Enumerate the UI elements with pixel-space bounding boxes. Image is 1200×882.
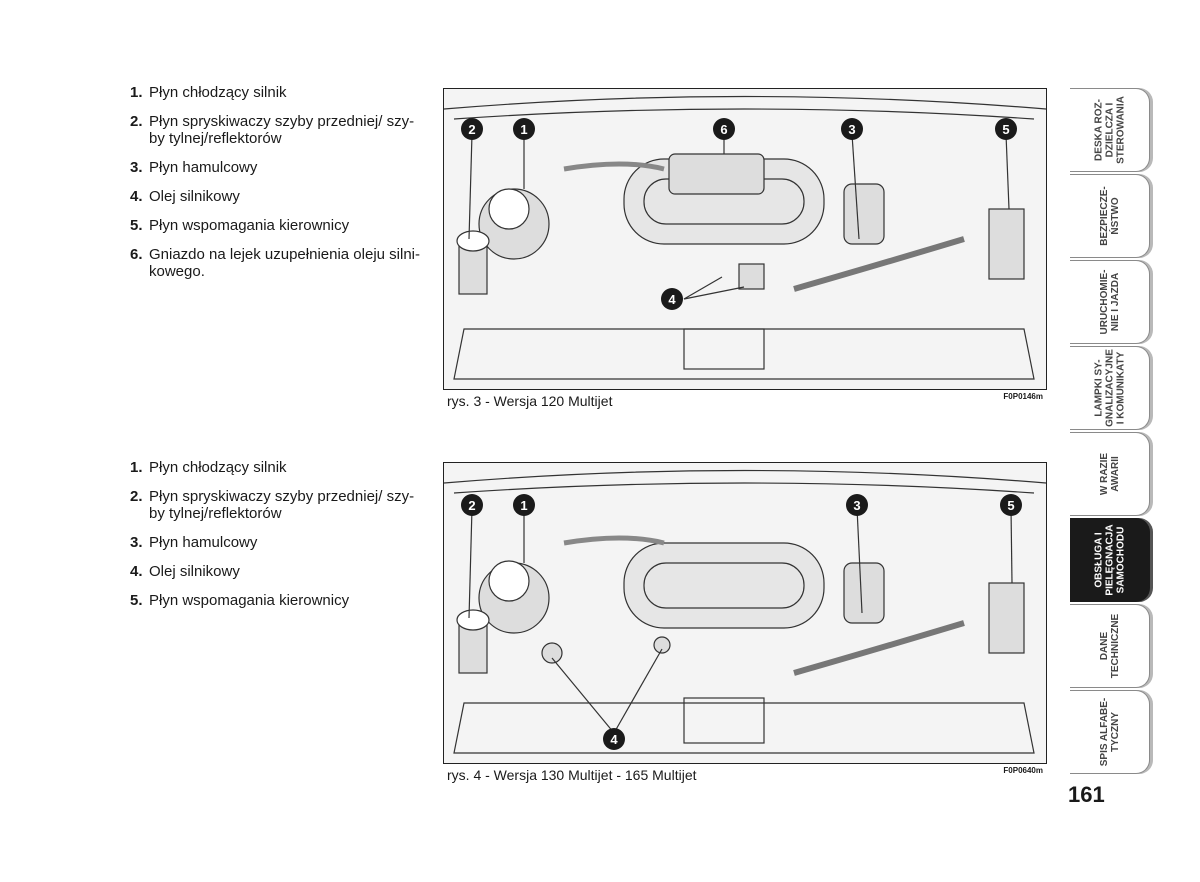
tab-obsluga[interactable]: OBSŁUGA I PIELĘGNACJA SAMOCHODU xyxy=(1070,518,1150,602)
tab-lampki[interactable]: LAMPKI SY- GNALIZACYJNE I KOMUNIKATY xyxy=(1070,346,1150,430)
list-item: 1.Płyn chłodzący silnik xyxy=(130,84,287,101)
legend-list-fig3: 1.Płyn chłodzący silnik 2.Płyn spryskiwa… xyxy=(130,84,420,292)
callout-6: 6 xyxy=(713,118,735,140)
list-item: 3.Płyn hamulcowy xyxy=(130,159,258,176)
figure-code-fig4: F0P0640m xyxy=(1003,766,1043,775)
list-item: 4.Olej silnikowy xyxy=(130,563,240,580)
tab-spis-alfabetyczny[interactable]: SPIS ALFABE- TYCZNY xyxy=(1070,690,1150,774)
svg-text:3: 3 xyxy=(848,122,855,137)
list-item: 1.Płyn chłodzący silnik xyxy=(130,459,287,476)
svg-text:1: 1 xyxy=(520,498,527,513)
svg-text:1: 1 xyxy=(520,122,527,137)
list-item: 2.Płyn spryskiwaczy szyby przedniej/ szy… xyxy=(130,488,415,522)
svg-text:5: 5 xyxy=(1002,122,1009,137)
svg-text:2: 2 xyxy=(468,122,475,137)
list-item: 5.Płyn wspomagania kierownicy xyxy=(130,592,350,609)
list-item: 3.Płyn hamulcowy xyxy=(130,534,258,551)
svg-text:6: 6 xyxy=(720,122,727,137)
callout-5: 5 xyxy=(995,118,1017,140)
engine-illustration-fig4: 2 1 3 5 4 xyxy=(443,462,1047,764)
tab-dane-techniczne[interactable]: DANE TECHNICZNE xyxy=(1070,604,1150,688)
svg-text:4: 4 xyxy=(668,292,676,307)
tab-w-razie-awarii[interactable]: W RAZIE AWARII xyxy=(1070,432,1150,516)
callout-2: 2 xyxy=(461,118,483,140)
callout-3: 3 xyxy=(846,494,868,516)
callout-2: 2 xyxy=(461,494,483,516)
callout-4: 4 xyxy=(603,728,625,750)
svg-text:4: 4 xyxy=(610,732,618,747)
callout-3: 3 xyxy=(841,118,863,140)
legend-list-fig4: 1.Płyn chłodzący silnik 2.Płyn spryskiwa… xyxy=(130,459,420,621)
callout-1: 1 xyxy=(513,494,535,516)
list-item: 5.Płyn wspomagania kierownicy xyxy=(130,217,350,234)
figure-code-fig3: F0P0146m xyxy=(1003,392,1043,401)
svg-text:2: 2 xyxy=(468,498,475,513)
callout-1: 1 xyxy=(513,118,535,140)
list-item: 4.Olej silnikowy xyxy=(130,188,240,205)
page-number: 161 xyxy=(1068,782,1105,807)
list-item: 6.Gniazdo na lejek uzupełnienia oleju si… xyxy=(130,246,421,280)
engine-illustration-fig3: 2 1 6 3 5 4 xyxy=(443,88,1047,390)
figure-caption-fig4: rys. 4 - Wersja 130 Multijet - 165 Multi… xyxy=(447,767,697,783)
svg-text:3: 3 xyxy=(853,498,860,513)
list-item: 2.Płyn spryskiwaczy szyby przedniej/ szy… xyxy=(130,113,415,147)
tab-uruchomienie[interactable]: URUCHOMIE- NIE I JAZDA xyxy=(1070,260,1150,344)
svg-text:5: 5 xyxy=(1007,498,1014,513)
tab-bezpieczenstwo[interactable]: BEZPIECZE- ŃSTWO xyxy=(1070,174,1150,258)
callout-4: 4 xyxy=(661,288,683,310)
tab-deska-rozdzielcza[interactable]: DESKA ROZ- DZIELCZA I STEROWANIA xyxy=(1070,88,1150,172)
callout-5: 5 xyxy=(1000,494,1022,516)
figure-caption-fig3: rys. 3 - Wersja 120 Multijet xyxy=(447,393,613,409)
